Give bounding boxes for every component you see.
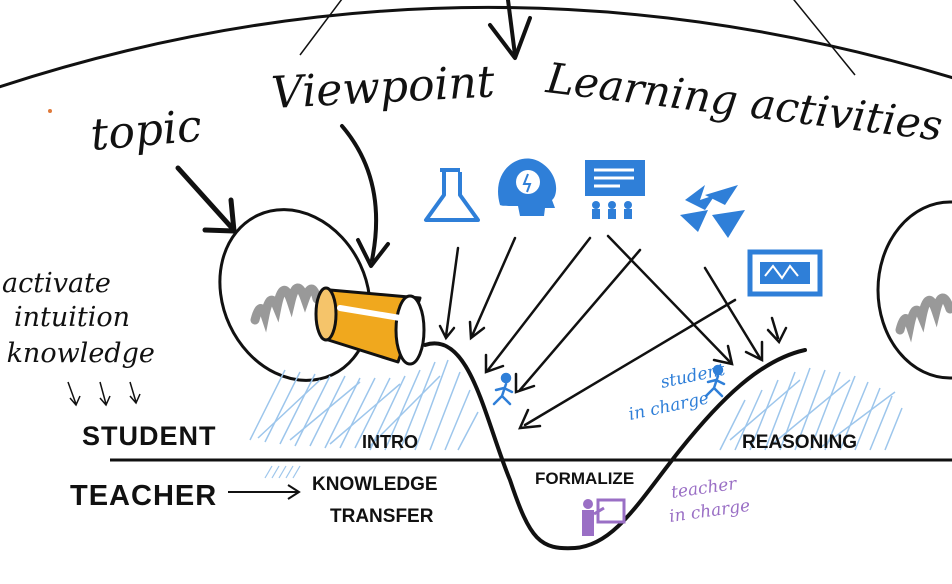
- head-lightbulb-icon: [498, 158, 557, 216]
- intuition-label: intuition: [14, 302, 130, 333]
- topic-label: topic: [89, 100, 204, 160]
- learning-activities-label: Learning activities: [543, 53, 945, 150]
- prior-knowledge-label: prior knowledge: [0, 338, 155, 369]
- reasoning-hatching: [719, 367, 903, 451]
- topic-arrow: [175, 165, 237, 234]
- top-down-arrow-icon: [488, 0, 532, 60]
- intro-hatching: [249, 359, 479, 451]
- teacher-arrow: [228, 484, 301, 500]
- activate-down-arrows: [67, 381, 141, 407]
- teacher-board-icon: [582, 498, 626, 536]
- viewpoint-label: Viewpoint: [270, 56, 496, 119]
- formalize-label: FORMALIZE: [535, 469, 634, 488]
- activate-label: activate: [2, 268, 111, 299]
- viewpoint-arrow: [340, 124, 390, 268]
- top-thin-line-right: [793, 0, 856, 76]
- reasoning-label: REASONING: [742, 432, 857, 453]
- student-in-charge-line1: student: [659, 360, 727, 393]
- activity-arrows: [438, 234, 788, 430]
- brain-right-icon: [876, 200, 952, 380]
- teacher-label: TEACHER: [70, 480, 217, 512]
- presentation-group-icon: [585, 160, 645, 219]
- flask-icon: [424, 168, 480, 222]
- birds-icon: [680, 185, 745, 238]
- knowledge-label: KNOWLEDGE: [312, 474, 438, 495]
- student-runner-icon: [492, 372, 514, 406]
- student-label: STUDENT: [82, 421, 217, 451]
- intro-label: INTRO: [362, 432, 418, 452]
- dome-arc: [0, 5, 952, 89]
- cup-icon: [314, 286, 426, 366]
- orange-dot: [48, 109, 52, 113]
- learning-wave-curve: [423, 341, 807, 551]
- transfer-label: TRANSFER: [330, 506, 434, 527]
- student-runner-icon-right: [704, 364, 726, 398]
- top-thin-line-left: [299, 0, 343, 56]
- screen-icon: [747, 249, 823, 297]
- knowledge-hatching: [264, 465, 301, 479]
- student-in-charge-line2: in charge: [627, 388, 711, 425]
